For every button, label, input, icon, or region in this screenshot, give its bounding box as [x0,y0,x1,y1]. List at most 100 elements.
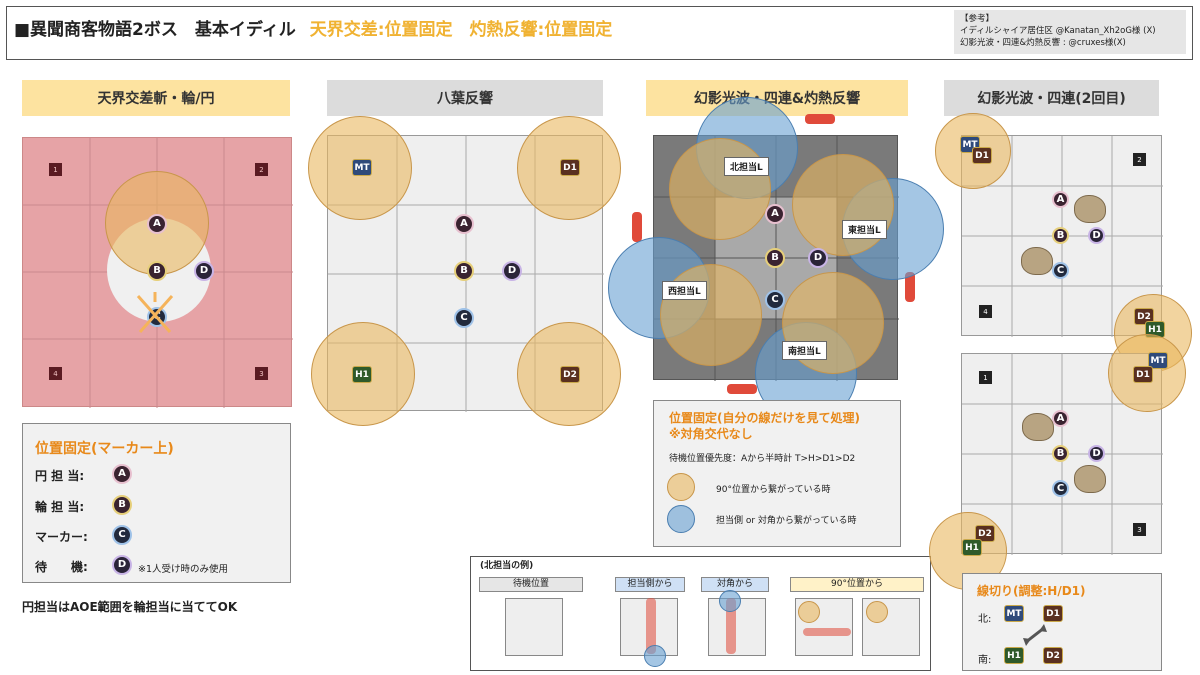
page-title: ■異聞商客物語2ボス 基本イディル天界交差:位置固定 灼熱反響:位置固定 [14,15,612,40]
tower-north [805,114,835,124]
p2-marker-a-icon: A [454,214,474,234]
label-south-lead: 南担当L [782,341,827,360]
section-title-phantom-2: 幻影光波・四連(2回目) [944,80,1159,116]
legend1-row-marker: マーカー: [35,530,88,544]
crossing-arrows-icon [136,292,174,333]
legend3-title2: ※対角交代なし [669,427,753,441]
legend-marker-a-icon: A [112,464,132,484]
tower-south [727,384,757,394]
example-tab-own-side: 担当側から [615,577,685,592]
legend3-yellow-swatch [667,473,695,501]
p4-marker-b-icon: B [1052,227,1069,244]
p4-role-d1-icon: D1 [972,147,992,164]
example-title: (北担当の例) [480,561,534,571]
legend3-yellow-text: 90°位置から繋がっている時 [716,485,831,495]
label-east-lead: 東担当L [842,220,887,239]
rock-icon-top-sw [1021,247,1053,275]
role-d1-icon: D1 [560,159,580,176]
reference-box: 【参考】 イディルシャイア居住区 @Kanatan_Xh2oG様 (X) 幻影光… [954,10,1186,54]
legend3-priority: 待機位置優先度：Aから半時計 T>H>D1>D2 [669,454,856,464]
mini-aoe-90deg-b [866,601,888,623]
tether-north-label: 北: [978,614,992,625]
p4-role-d2-icon: D2 [1134,308,1154,325]
p4b-marker-a-icon: A [1052,410,1069,427]
legend3-blue-text: 担当側 or 対角から繋がっている時 [716,516,857,526]
tether-south-label: 南: [978,655,992,666]
legend1-note: ※1人受け時のみ使用 [138,564,229,575]
mini-aoe-90deg-a [798,601,820,623]
label-west-lead: 西担当L [662,281,707,300]
legend-marker-b-icon: B [112,495,132,515]
legend3-blue-swatch [667,505,695,533]
p2-marker-b-icon: B [454,261,474,281]
legend-marker-d-icon: D [112,555,132,575]
ref-line1: イディルシャイア居住区 @Kanatan_Xh2oG様 (X) [960,26,1156,36]
marker-d-icon: D [194,261,214,281]
header-bar [6,6,1193,60]
mini-arena-standby [505,598,563,656]
ref-title: 【参考】 [960,14,995,24]
p3-marker-b-icon: B [765,248,785,268]
p4b-role-d2-icon: D2 [975,525,995,542]
example-tab-diagonal: 対角から [701,577,769,592]
p4-role-h1-icon: H1 [1145,321,1165,338]
example-tab-standby: 待機位置 [479,577,583,592]
waymark-4-icon: 4 [49,367,62,380]
swap-arrow-icon [1023,624,1047,646]
p4-marker-d-icon: D [1088,227,1105,244]
p4-marker-a-icon: A [1052,191,1069,208]
p4b-role-mt-icon: MT [1148,352,1168,369]
legend1-row-standby: 待 機: [35,560,88,574]
tether-title: 線切り(調整:H/D1) [977,584,1086,598]
p4b-role-d1-icon: D1 [1133,366,1153,383]
section-title-hachiyou: 八葉反響 [327,80,603,116]
mini-aoe-own-side [644,645,666,667]
p4b-role-h1-icon: H1 [962,539,982,556]
legend1-row-donut: 輪 担 当: [35,500,85,514]
legend-fixed-positions [22,423,291,583]
tether-role-d1-icon: D1 [1043,605,1063,622]
p2-marker-c-icon: C [454,308,474,328]
mini-tether-90deg-a [803,628,851,636]
waymark-2-icon: 2 [255,163,268,176]
legend1-title: 位置固定(マーカー上) [35,441,174,457]
marker-b-icon: B [147,261,167,281]
role-d2-icon: D2 [560,366,580,383]
mini-tether-diagonal [726,598,736,654]
waymark-3-icon: 3 [255,367,268,380]
p4b-waymark-3-icon: 3 [1133,523,1146,536]
aoe-yellow-ne [792,154,894,256]
tower-east-bottom [905,272,915,302]
aoe-yellow-nw [669,138,771,240]
ref-line2: 幻影光波・四連&灼熱反響 : @cruxes様(X) [960,38,1126,48]
p4b-marker-c-icon: C [1052,480,1069,497]
label-north-lead: 北担当L [724,157,769,176]
tower-west-top [632,212,642,242]
legend-marker-c-icon: C [112,525,132,545]
role-mt-icon: MT [352,159,372,176]
example-tab-90deg: 90°位置から [790,577,924,592]
p3-marker-d-icon: D [808,248,828,268]
p4b-waymark-1-icon: 1 [979,371,992,384]
arena-cross [22,137,293,408]
p2-marker-d-icon: D [502,261,522,281]
p3-marker-a-icon: A [765,204,785,224]
tether-role-mt-icon: MT [1004,605,1024,622]
title-highlight: 天界交差:位置固定 灼熱反響:位置固定 [309,20,613,40]
mini-tether-own-side [646,598,656,654]
p4-waymark-2-icon: 2 [1133,153,1146,166]
marker-a-icon: A [147,214,167,234]
waymark-1-icon: 1 [49,163,62,176]
role-h1-icon: H1 [352,366,372,383]
rock-icon-bottom-se [1074,465,1106,493]
mini-aoe-diagonal [719,590,741,612]
legend3-title1: 位置固定(自分の線だけを見て処理) [669,411,860,425]
rock-icon-top-ne [1074,195,1106,223]
p4-waymark-4-icon: 4 [979,305,992,318]
p4-marker-c-icon: C [1052,262,1069,279]
tether-role-d2-icon: D2 [1043,647,1063,664]
section-title-cross: 天界交差斬・輪/円 [22,80,290,116]
legend1-row-circle: 円 担 当: [35,469,85,483]
tether-role-h1-icon: H1 [1004,647,1024,664]
p4b-marker-b-icon: B [1052,445,1069,462]
